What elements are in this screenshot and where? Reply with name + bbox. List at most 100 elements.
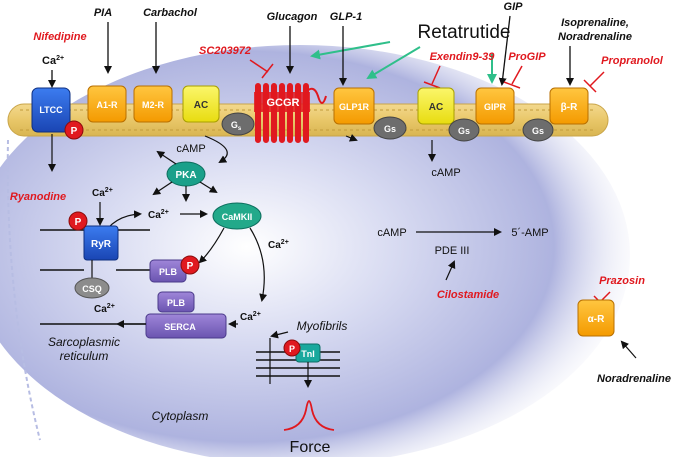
beta-receptor <box>549 87 589 125</box>
sr-label-line2: reticulum <box>60 349 109 363</box>
plb2-protein <box>157 291 195 313</box>
ca-to-serca: Ca2+ <box>240 311 261 323</box>
pka-label: PKA <box>175 170 196 181</box>
gs4-label: Gs <box>532 126 544 136</box>
gs2-protein <box>373 116 407 140</box>
glp1r-output-arrow <box>345 134 358 142</box>
cell-edge <box>6 139 41 441</box>
cytoplasm-region <box>0 45 630 457</box>
cytoplasm-label: Cytoplasm <box>152 409 209 423</box>
pka-arrow-left <box>152 181 173 196</box>
alpha-receptor-label: α-R <box>588 314 605 325</box>
glp1-label: GLP-1 <box>330 11 362 23</box>
progip-inhibit-line <box>511 65 523 85</box>
serca-pump <box>145 313 227 339</box>
ryr-p-label: P <box>75 217 82 228</box>
alpha-receptor <box>577 299 615 337</box>
cilostamide-arrow <box>445 260 456 281</box>
noradrenaline-arrow <box>620 340 637 359</box>
propranolol-inhibit-bar <box>583 79 597 93</box>
pde-label: PDE III <box>435 245 470 257</box>
glp1r-receptor <box>333 87 375 125</box>
tni-label: TnI <box>301 349 315 359</box>
gs2-label: Gs <box>384 124 396 134</box>
propranolol-label: Propranolol <box>601 55 664 67</box>
gipr-label: GIPR <box>484 102 507 112</box>
amp-label: 5´-AMP <box>511 227 548 239</box>
ryr-channel <box>83 225 119 261</box>
title: Retatrutide <box>418 22 511 43</box>
ltcc-p-label: P <box>71 126 78 137</box>
exendin-inhibit-line <box>431 65 441 85</box>
beta-receptor-label: β-R <box>561 102 578 113</box>
nifedipine-label: Nifedipine <box>33 31 86 43</box>
csq-protein <box>74 277 110 299</box>
ac1-enzyme <box>182 85 220 123</box>
progip-label: ProGIP <box>508 51 546 63</box>
plb-p-label: P <box>187 261 194 272</box>
plb2-label: PLB <box>167 298 186 308</box>
camkii-enzyme <box>212 202 262 230</box>
tni-phospho-p <box>283 339 301 357</box>
ca-released: Ca2+ <box>148 209 169 221</box>
carbachol-label: Carbachol <box>143 7 198 19</box>
plb-phospho-p <box>180 255 200 275</box>
gs3-label: Gs <box>458 126 470 136</box>
sc203972-label: SC203972 <box>199 45 251 57</box>
ac2-label: AC <box>429 102 443 113</box>
progip-inhibit-bar <box>503 81 521 89</box>
camkii-to-ca-arrow <box>249 227 268 302</box>
gipr-receptor <box>475 87 515 125</box>
propranolol-inhibit-line <box>589 71 605 87</box>
camp1-label: cAMP <box>176 143 205 155</box>
force-curve <box>283 400 335 431</box>
gs1-label: Gs <box>231 120 242 132</box>
gip-arrow <box>498 15 511 86</box>
serca-label: SERCA <box>164 322 196 332</box>
a1r-label: A1-R <box>96 100 118 110</box>
csq-label: CSQ <box>82 284 102 294</box>
ryr-label: RyR <box>91 239 112 250</box>
ryanodine-label: Ryanodine <box>10 191 66 203</box>
glucagon-label: Glucagon <box>267 11 318 23</box>
gs3-protein <box>448 118 480 142</box>
pka-arrow-right <box>199 181 218 194</box>
gcgr-receptor <box>254 83 327 143</box>
camp2-label: cAMP <box>431 167 460 179</box>
sc203972-inhibit-bar <box>261 63 274 79</box>
pka-arrow-up <box>156 150 177 165</box>
cilostamide-label: Cilostamide <box>437 289 499 301</box>
ltcc-ca-label: Ca2+ <box>42 55 64 67</box>
retatrutide-arrow-glp1r <box>366 46 421 80</box>
gs4-protein <box>522 118 554 142</box>
m2r-receptor <box>133 85 173 123</box>
myofibrils-arrow <box>270 330 289 339</box>
ac1-camp-arrow <box>204 135 228 164</box>
noradrenaline-label: Noradrenaline <box>597 373 671 385</box>
ryr-phospho-p <box>68 211 88 231</box>
plb1-label: PLB <box>159 267 178 277</box>
a1r-receptor <box>87 85 127 123</box>
sr-label-line1: Sarcoplasmic <box>48 335 120 349</box>
camp3-label: cAMP <box>377 227 406 239</box>
retatrutide-arrow-gcgr <box>310 41 391 60</box>
ltcc-phospho-p <box>64 120 84 140</box>
m2r-label: M2-R <box>142 100 164 110</box>
ltcc-label: LTCC <box>39 105 63 115</box>
ltcc-channel <box>31 87 71 133</box>
tni-p-label: P <box>289 344 295 354</box>
sc203972-inhibit-line <box>249 59 269 73</box>
force-label: Force <box>290 439 331 456</box>
ac1-label: AC <box>194 100 208 111</box>
gcgr-label: GCGR <box>267 97 300 109</box>
isoprenaline-label-line1: Isoprenaline, <box>561 17 629 29</box>
gip-label: GIP <box>504 1 524 13</box>
gs1-protein <box>221 112 255 136</box>
ac2-enzyme <box>417 87 455 125</box>
ca-above-ryr: Ca2+ <box>92 187 113 199</box>
pia-label: PIA <box>94 7 112 19</box>
isoprenaline-label-line2: Noradrenaline <box>558 31 632 43</box>
exendin-inhibit-bar <box>423 81 441 89</box>
glp1r-label: GLP1R <box>339 102 370 112</box>
